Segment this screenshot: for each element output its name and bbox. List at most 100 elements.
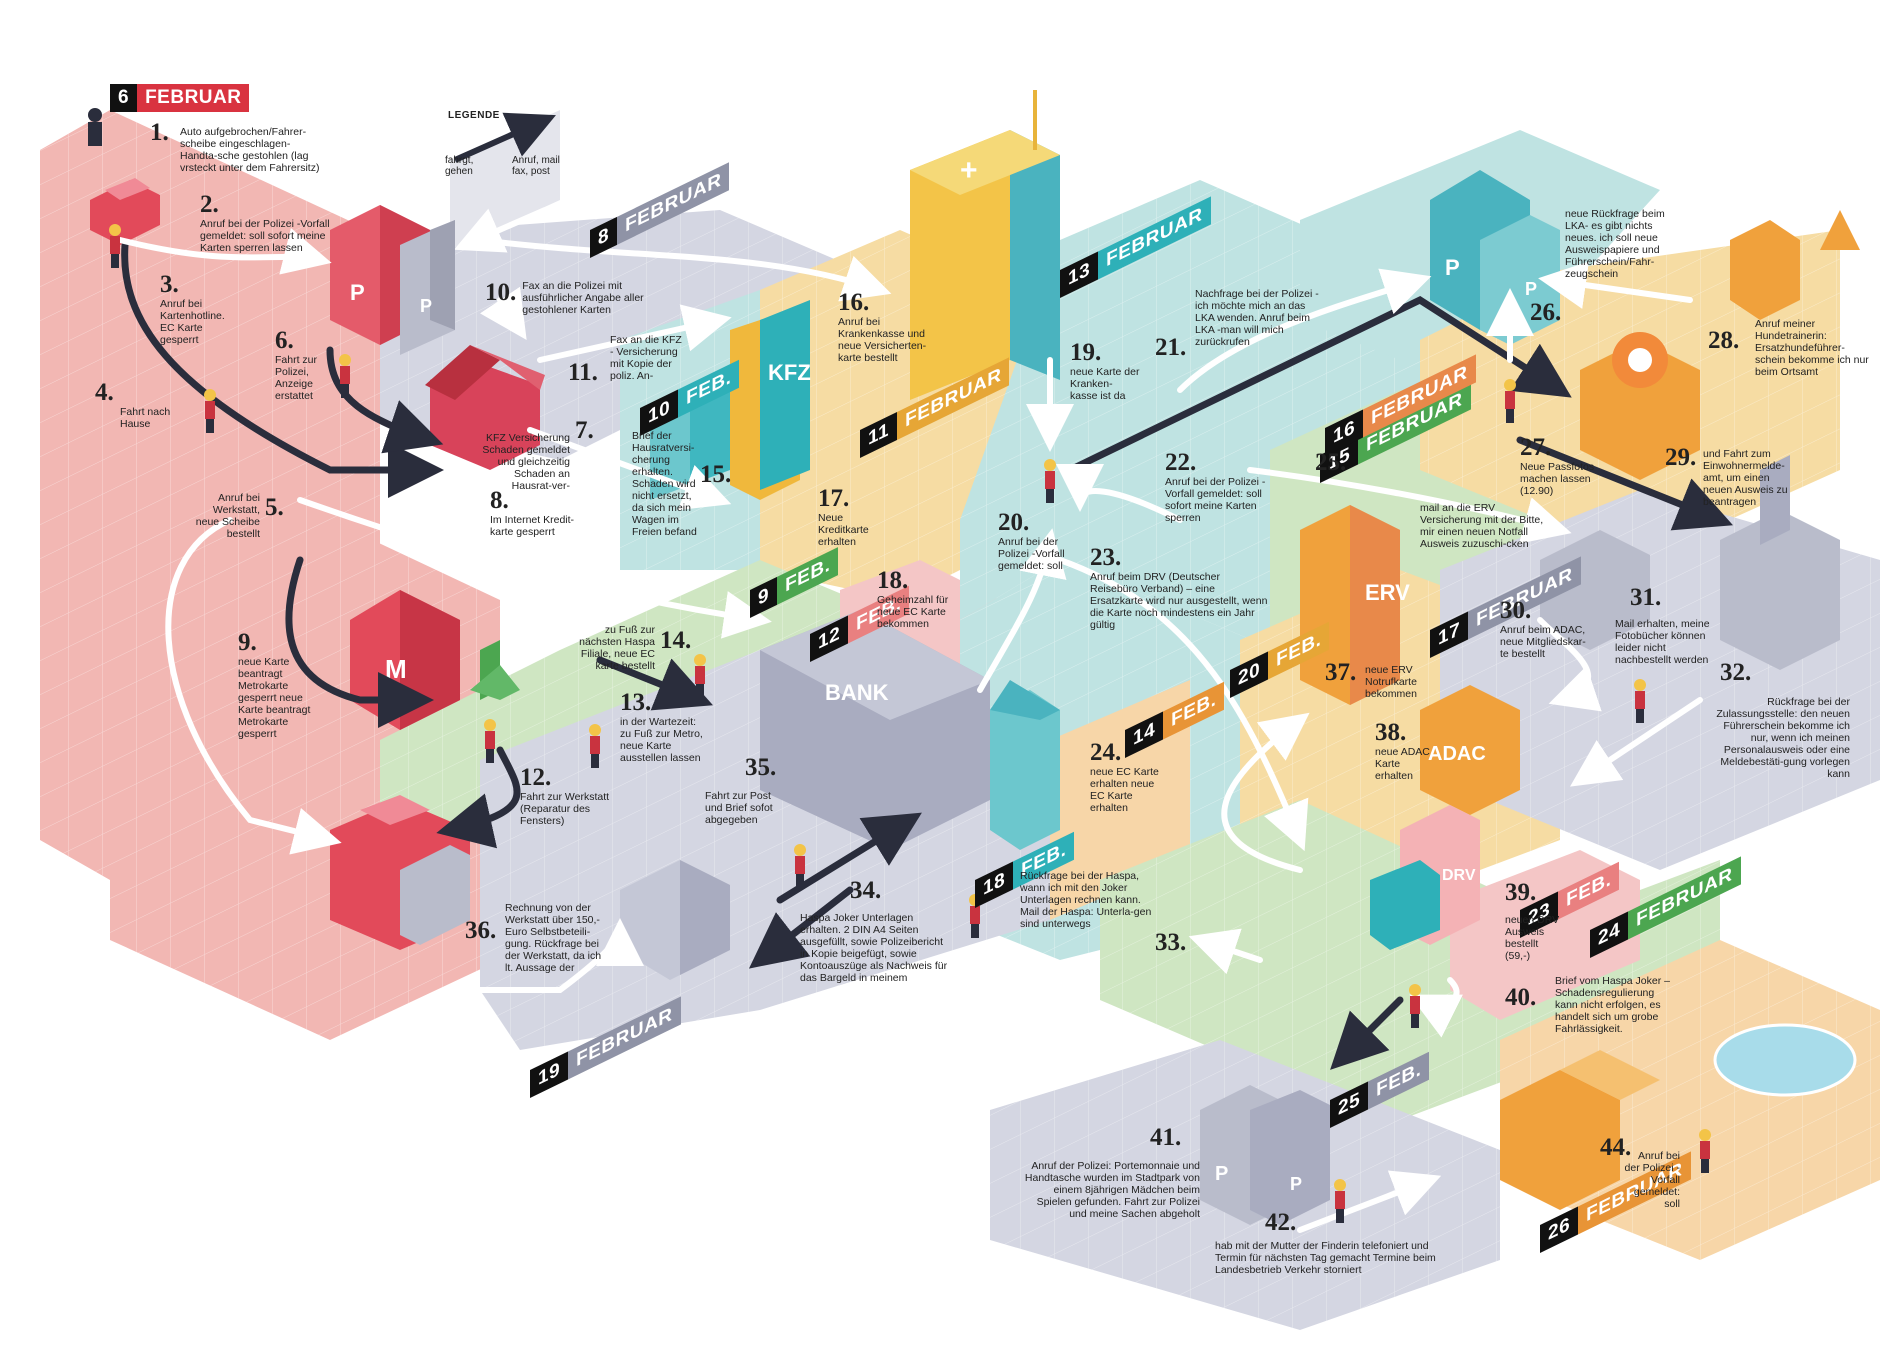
step-number: 38. (1375, 719, 1407, 746)
step-number: 36. (465, 917, 497, 944)
step-description: Geheimzahl für neue EC Karte bekommen (877, 594, 949, 630)
step-14: 14. (660, 628, 700, 654)
kfz-sign: KFZ (768, 360, 811, 385)
step-36: 36. (465, 918, 505, 944)
step-34: 34. (850, 878, 890, 904)
step-number: 13. (620, 689, 652, 716)
step-number: 9. (238, 629, 257, 656)
person-figure (339, 354, 351, 398)
step-description: Fahrt zur Werkstatt (Reparatur des Fenst… (520, 791, 610, 827)
legend-walk-label-line1: fahrgt, (445, 155, 474, 166)
step-number: 33. (1155, 929, 1187, 956)
step-26: 26. (1530, 300, 1570, 326)
drv-sign: DRV (1442, 867, 1476, 884)
step-number: 14. (660, 627, 692, 654)
metro-m-sign: M (385, 654, 407, 684)
step-number: 23. (1090, 544, 1122, 571)
step-number: 40. (1505, 984, 1537, 1011)
step-10: 10. Fax an die Polizei mit ausführlicher… (485, 280, 645, 317)
step-number: 21. (1155, 334, 1187, 361)
step-8: 8. Im Internet Kredit-karte gesperrt (490, 488, 590, 539)
step-description: Fax an die KFZ - Versicherung mit Kopie … (610, 334, 682, 382)
police-p-sign-2: P (420, 296, 432, 316)
person-figure (204, 389, 216, 433)
step-16: 16. Anruf bei Krankenkasse und neue Vers… (838, 290, 928, 365)
step-23: 23. Anruf beim DRV (Deutscher Reisebüro … (1090, 544, 1270, 632)
pond (1713, 1023, 1857, 1097)
step-description: zu Fuß zur nächsten Haspa Filiale, neue … (579, 624, 655, 672)
step-3: 3. Anruf bei Kartenhotline. EC Karte ges… (160, 271, 230, 347)
step-description: Brief vom Haspa Joker – Schadensregulier… (1555, 975, 1670, 1035)
step-4-text: Fahrt nach Hause (120, 406, 180, 430)
step-number: 17. (818, 485, 850, 512)
legend-title: LEGENDE (448, 110, 500, 121)
step-42-text: hab mit der Mutter der Finderin telefoni… (1215, 1240, 1445, 1276)
step-description: neuen DRV Ausweis bestellt (59,-) (1505, 914, 1560, 962)
step-number: 29. (1665, 444, 1697, 471)
legend-walk-label: fahrgt, gehen (445, 155, 473, 177)
step-40: 40. (1505, 985, 1545, 1011)
step-description: neue ADAC Karte erhalten (1375, 746, 1430, 782)
step-13: 13. in der Wartezeit: zu Fuß zur Metro, … (620, 689, 710, 765)
step-description: Rechnung von der Werkstatt über 150,- Eu… (505, 902, 602, 974)
step-number: 3. (160, 271, 179, 298)
step-description: Anruf bei Krankenkasse und neue Versiche… (838, 316, 927, 364)
einwohnermeldeamt (1720, 455, 1840, 670)
step-5: 5. (265, 495, 305, 521)
step-21-text: Nachfrage bei der Polizei - ich möchte m… (1195, 288, 1320, 348)
person-figure (694, 654, 706, 698)
step-description: Anruf beim DRV (Deutscher Reisebüro Verb… (1090, 571, 1268, 631)
step-7-text: KFZ Versicherung Schaden gemeldet und gl… (480, 432, 570, 492)
date-tag-6feb: 6 FEBRUAR (110, 84, 250, 112)
step-number: 20. (998, 509, 1030, 536)
step-42: 42. (1265, 1210, 1305, 1236)
step-1-text: Auto aufgebrochen/Fahrer-scheibe eingesc… (180, 126, 320, 174)
photo-shop (1580, 332, 1700, 480)
step-number: 41. (1150, 1124, 1182, 1151)
step-6: 6. Fahrt zur Polizei, Anzeige erstattet (275, 327, 345, 403)
step-2: 2. Anruf bei der Polizei -Vorfall gemeld… (200, 191, 335, 255)
step-11: 11. (568, 360, 608, 386)
step-number: 2. (200, 191, 219, 218)
step-14-text: zu Fuß zur nächsten Haspa Filiale, neue … (560, 624, 655, 672)
person-figure (109, 224, 121, 268)
lka-p-sign-1: P (1445, 255, 1460, 280)
teal-tall-house (990, 680, 1060, 850)
step-description: Rückfrage bei der Zulassungsstelle: den … (1716, 696, 1850, 780)
green-arrow-sign (470, 640, 520, 700)
erv-building: ERV (1300, 505, 1410, 705)
person-figure (589, 724, 601, 768)
step-35: 35. (745, 755, 785, 781)
step-number: 15. (700, 461, 732, 488)
step-33: 33. (1155, 930, 1195, 956)
step-31-text: Mail erhalten, meine Fotobücher können l… (1615, 618, 1715, 666)
police-building-1: P P (330, 205, 455, 355)
step-15: 15. (700, 462, 740, 488)
person-figure (88, 108, 102, 146)
step-description: neue Karte der Kranken-kasse ist da (1070, 366, 1140, 402)
step-number: 12. (520, 764, 552, 791)
route-call-lines (117, 228, 1703, 1233)
step-number: 24. (1090, 739, 1122, 766)
step-number: 5. (265, 494, 284, 521)
lka-p-sign-2: P (1525, 279, 1537, 299)
step-description: Brief der Hausratversi-cherung erhalten.… (632, 430, 697, 538)
person-figure (1409, 984, 1421, 1028)
step-34-text: Haspa Joker Unterlagen erhalten. 2 DIN A… (800, 912, 950, 984)
step-number: 6. (275, 327, 294, 354)
step-number: 30. (1500, 597, 1532, 624)
step-41-text: Anruf der Polizei: Portemonnaie und Hand… (1020, 1160, 1200, 1220)
step-description: Fahrt zur Polizei, Anzeige erstattet (275, 354, 318, 402)
step-number: 25. (1315, 449, 1347, 476)
date-month: FEBRUAR (137, 84, 250, 112)
step-37-text: neue ERV Notrufkarte bekommen (1365, 664, 1445, 700)
workshop-building (330, 795, 470, 950)
step-description: Im Internet Kredit-karte gesperrt (490, 514, 575, 538)
step-25-text: mail an die ERV Versicherung mit der Bit… (1420, 502, 1545, 550)
step-39: 39. (1505, 880, 1545, 906)
step-description: Anruf bei der Polizei -Vorfall gemeldet:… (998, 536, 1065, 572)
step-number: 1. (150, 119, 169, 146)
person-figure (1044, 459, 1056, 503)
step-description: und Fahrt zum Einwohnermelde-amt, um ein… (1703, 448, 1788, 508)
